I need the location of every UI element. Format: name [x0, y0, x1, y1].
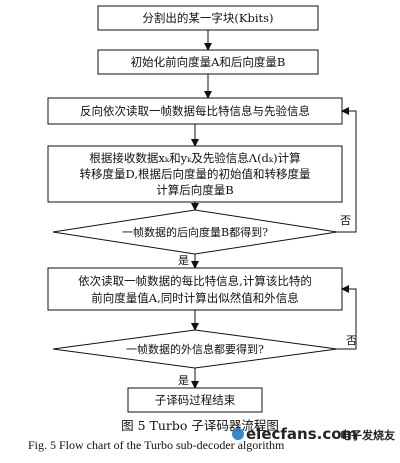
label-no-1: 否 [340, 214, 351, 227]
decision-extrinsic-text: 一帧数据的外信息都要得到? [126, 342, 264, 356]
box-forward-read-line-2: 前向度量值A,同时计算出似然值和外信息 [91, 291, 298, 305]
watermark: elecfans.com 电子发烧友 [232, 425, 395, 443]
label-no-2: 否 [346, 334, 357, 347]
box-compute-b [47, 145, 343, 203]
watermark-logo-mark [232, 428, 244, 440]
watermark-cn: 电子发烧友 [340, 428, 395, 442]
box-forward-read-line-1: 依次读取一帧数据的每比特信息,计算该比特的 [78, 274, 312, 288]
caption-en: Fig. 5 Flow chart of the Turbo sub-decod… [28, 438, 285, 452]
box-init-text: 初始化前向度量A和后向度量B [131, 55, 286, 69]
box-backward-read-text: 反向依次读取一帧数据每比特信息与先验信息 [80, 104, 310, 118]
box-init [97, 49, 319, 75]
loop-no-2 [337, 285, 357, 350]
box-compute-b-line-1: 根据接收数据xₖ和yₖ及先验信息Λ(dₖ)计算 [89, 151, 300, 165]
box-end [127, 387, 263, 413]
box-split [97, 5, 319, 31]
label-yes-1: 是 [178, 254, 189, 267]
box-split-text: 分割出的某一字块(Kbits) [142, 11, 273, 25]
box-end-text: 子译码过程结束 [155, 393, 236, 407]
watermark-logo: elecfans.com [246, 425, 357, 443]
box-backward-read [47, 97, 343, 125]
label-yes-2: 是 [178, 374, 189, 387]
decision-b-text: 一帧数据的后向度量B都得到? [122, 225, 268, 239]
box-compute-b-line-3: 计算后向度量B [156, 183, 233, 197]
box-compute-b-line-2: 转移度量D,根据后向度量的初始值和转移度量 [80, 167, 311, 181]
loop-no-1 [337, 107, 357, 233]
